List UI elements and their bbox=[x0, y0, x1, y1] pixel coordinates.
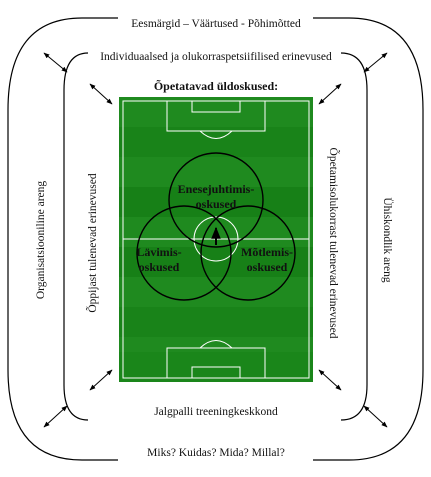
thinking-label-line2: oskused bbox=[247, 260, 288, 274]
top-penalty-arc bbox=[199, 130, 233, 139]
pitch-stripe bbox=[119, 187, 313, 217]
outer-right-bracket bbox=[313, 17, 424, 461]
interaction-label-line2: oskused bbox=[139, 260, 180, 274]
inner-top-label: Individuaalsed ja olukorraspetsiifilised… bbox=[100, 51, 332, 63]
arrow-bottom-right-outer bbox=[363, 405, 388, 428]
inner-left-label: Õppijast tulenevad erinevused bbox=[85, 173, 99, 312]
self-management-circle bbox=[168, 152, 264, 248]
field-title: Õpetatavad üldoskused: bbox=[154, 79, 278, 93]
interaction-label-line1: Lävimis- bbox=[136, 245, 181, 259]
outer-right-label: Ühiskondlik areng bbox=[381, 197, 395, 283]
bottom-penalty-arc bbox=[199, 340, 233, 349]
outer-top-label: Eesmärgid – Väärtused - Põhimõtted bbox=[131, 18, 301, 30]
arrow-top-right-inner bbox=[318, 83, 342, 105]
centre-circle bbox=[193, 216, 239, 262]
arrow-top-right-outer bbox=[363, 52, 388, 73]
football-pitch bbox=[119, 97, 313, 382]
inner-right-bracket bbox=[340, 52, 368, 421]
outer-bottom-label: Miks? Kuidas? Mida? Millal? bbox=[147, 447, 285, 459]
bottom-goal-area bbox=[191, 366, 241, 379]
arrow-bottom-left-outer bbox=[43, 405, 68, 428]
pitch-stripe bbox=[119, 127, 313, 157]
thinking-label-line1: Mõtlemis- bbox=[241, 245, 293, 259]
outer-left-label: Organisatsiooniline areng bbox=[35, 181, 47, 300]
inner-right-label: Õpetamisolukorrast tulenevad erinevused bbox=[327, 148, 341, 339]
arrow-top-left-outer bbox=[43, 52, 68, 73]
inner-bottom-label: Jalgpalli treeningkeskkond bbox=[154, 406, 278, 418]
arrow-bottom-right-inner bbox=[318, 369, 342, 391]
pitch-stripe bbox=[119, 307, 313, 337]
pitch-stripe bbox=[119, 247, 313, 277]
self-management-label-line1: Enesejuhtimis- bbox=[178, 182, 255, 196]
arrow-bottom-left-inner bbox=[89, 369, 113, 391]
self-management-label-line2: oskused bbox=[196, 197, 237, 211]
thinking-circle bbox=[200, 205, 296, 301]
interaction-circle bbox=[136, 205, 232, 301]
arrow-top-left-inner bbox=[89, 83, 113, 105]
top-goal-area bbox=[191, 100, 241, 113]
outer-left-bracket bbox=[7, 17, 118, 461]
inner-left-bracket bbox=[63, 52, 89, 421]
